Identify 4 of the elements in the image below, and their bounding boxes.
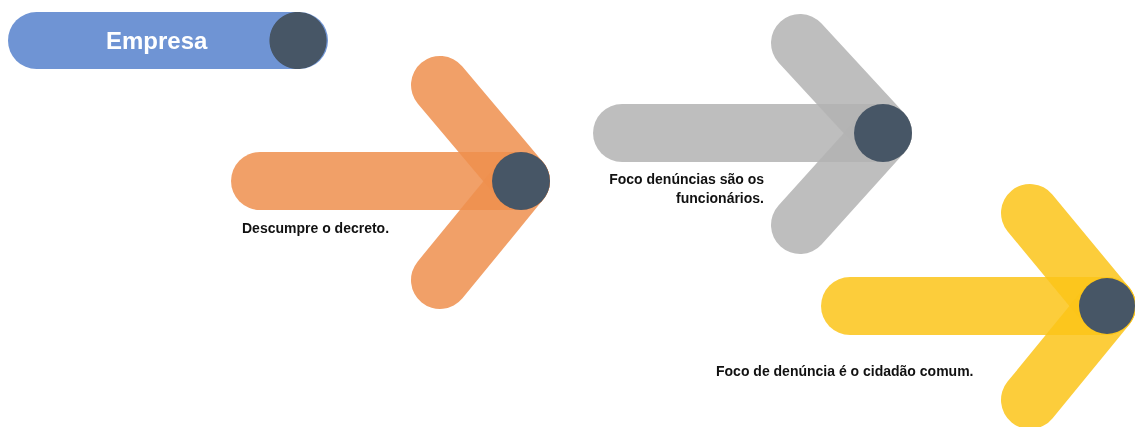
node-label: Empresa: [106, 26, 208, 55]
pill-box: [8, 12, 328, 69]
caption-text: Foco de denúncia é o cidadão comum.: [716, 362, 975, 381]
caption-text: Foco denúncias são os funcionários.: [608, 170, 764, 208]
